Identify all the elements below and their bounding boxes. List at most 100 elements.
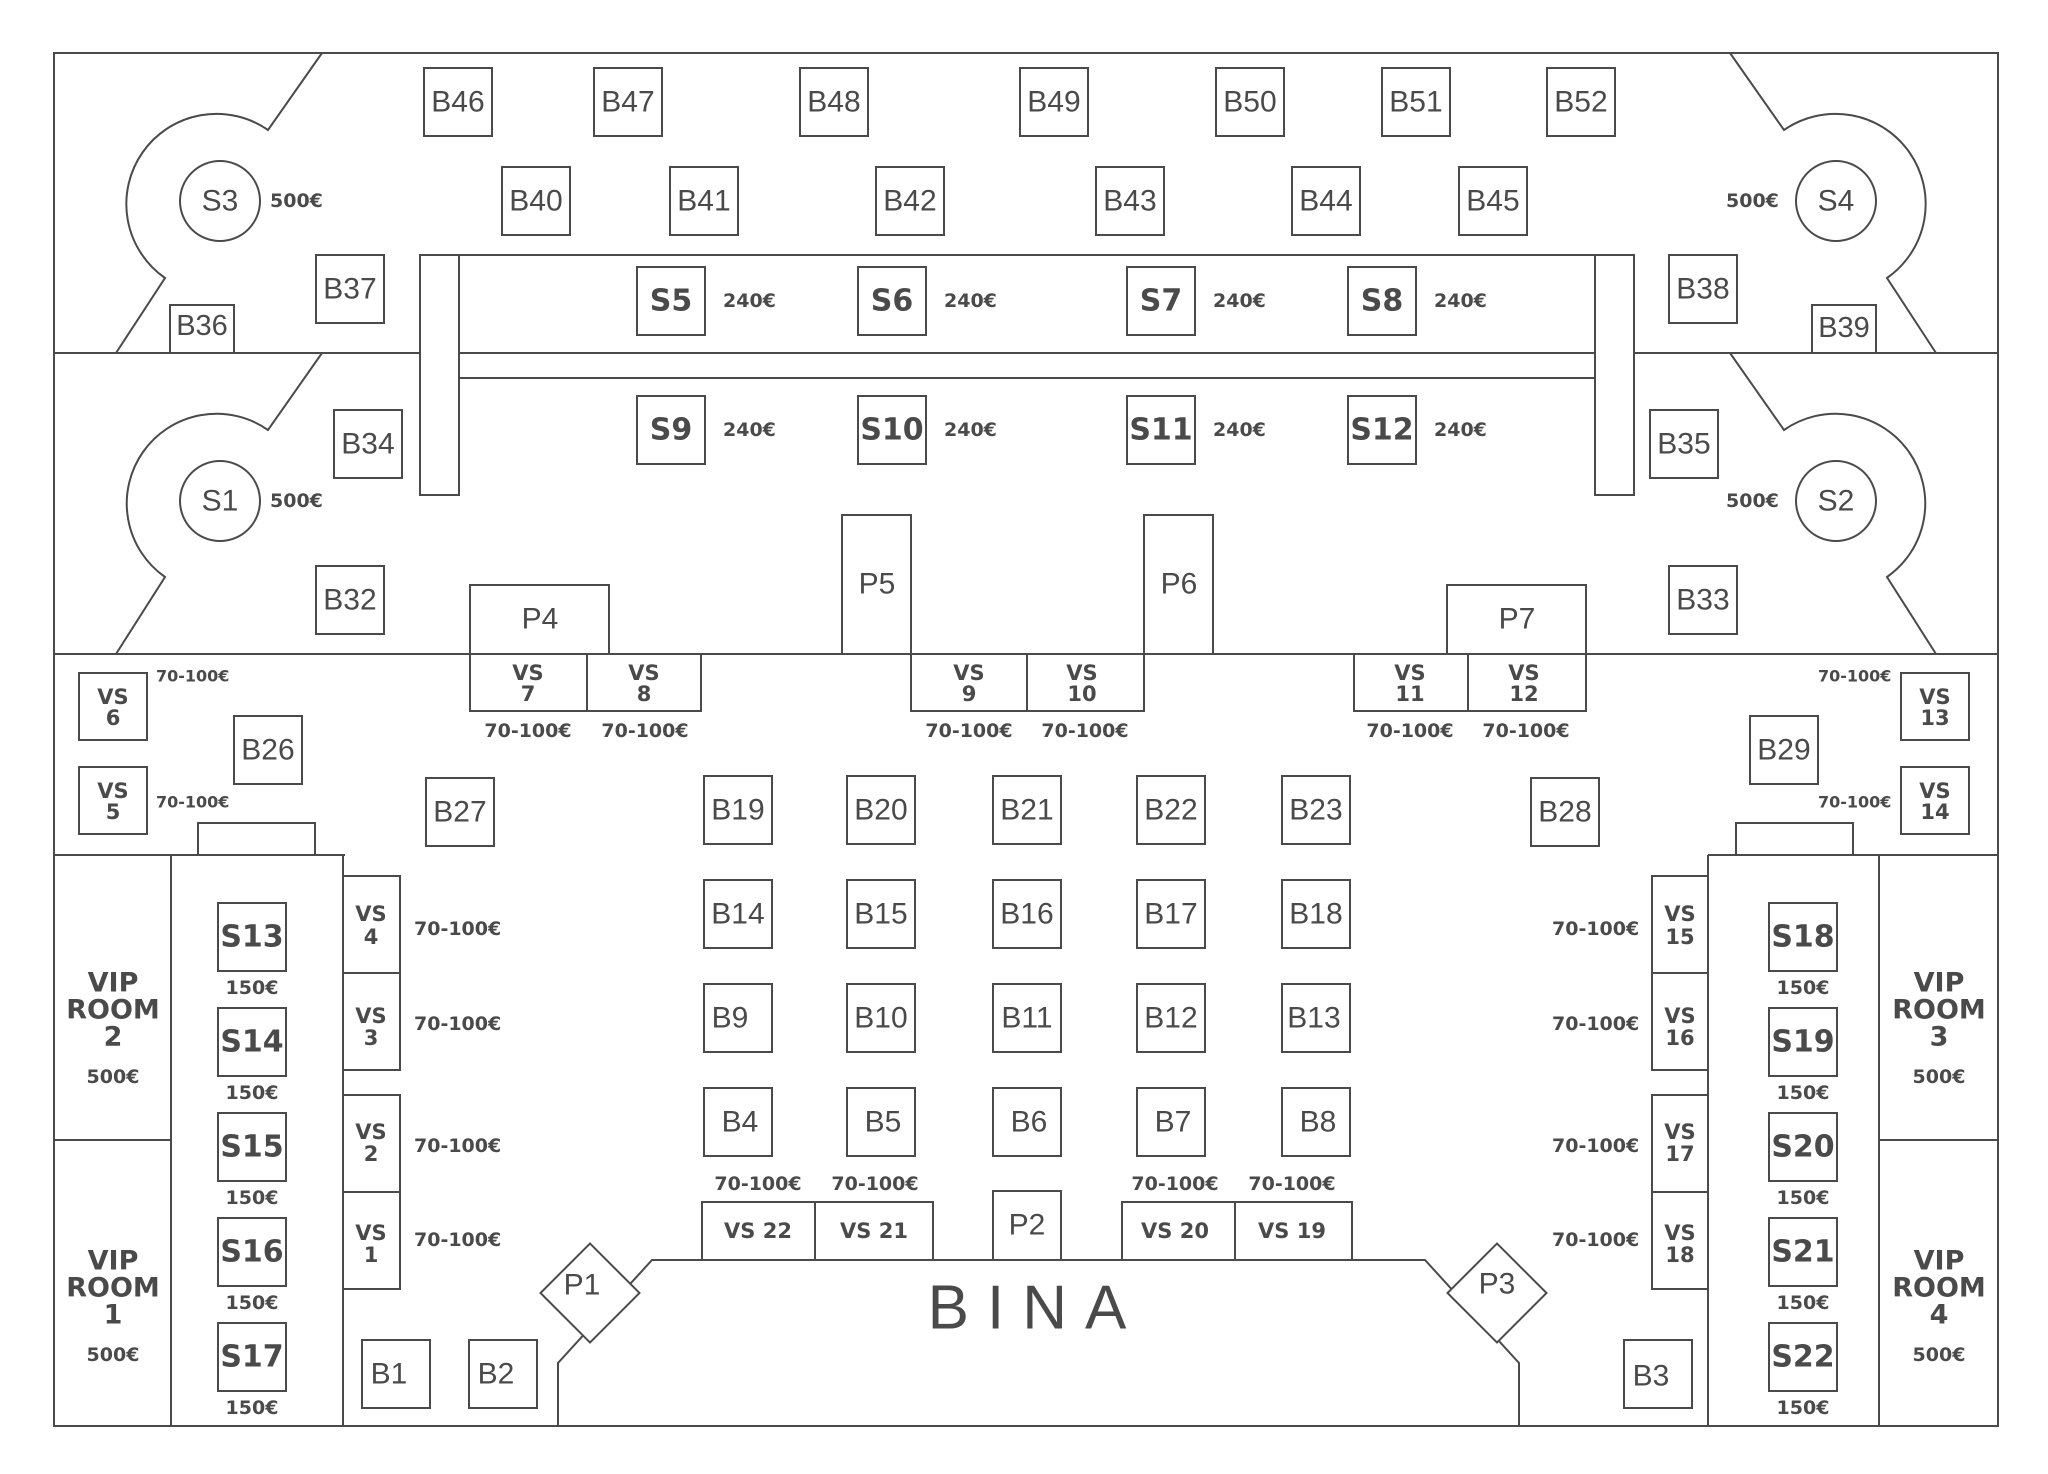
table-b18[interactable]: B18 [1281, 879, 1351, 949]
vs-20[interactable]: VS 20 [1121, 1201, 1236, 1261]
suite-s21[interactable]: S21 [1768, 1217, 1838, 1287]
vip-room-3[interactable]: VIP ROOM 3 500€ [1892, 968, 1986, 1089]
table-b48[interactable]: B48 [799, 67, 869, 137]
table-b23[interactable]: B23 [1281, 775, 1351, 845]
platform-p4[interactable]: P4 [469, 584, 610, 655]
table-b4[interactable]: B4 [703, 1087, 773, 1157]
table-b1[interactable]: B1 [361, 1339, 431, 1409]
table-b14[interactable]: B14 [703, 879, 773, 949]
table-b22[interactable]: B22 [1136, 775, 1206, 845]
suite-s1[interactable]: S1 [179, 460, 261, 542]
vs-9[interactable]: VS9 [910, 653, 1028, 712]
table-b50[interactable]: B50 [1215, 67, 1285, 137]
table-b29[interactable]: B29 [1749, 715, 1819, 785]
table-b28[interactable]: B28 [1530, 777, 1600, 847]
suite-s16[interactable]: S16 [217, 1217, 287, 1287]
suite-s8[interactable]: S8 [1347, 266, 1417, 336]
table-b35[interactable]: B35 [1649, 409, 1719, 479]
suite-s22[interactable]: S22 [1768, 1322, 1838, 1392]
table-b21[interactable]: B21 [992, 775, 1062, 845]
suite-s10[interactable]: S10 [857, 395, 927, 465]
table-b34[interactable]: B34 [333, 409, 403, 479]
suite-s13[interactable]: S13 [217, 902, 287, 972]
suite-s11[interactable]: S11 [1126, 395, 1196, 465]
suite-s18[interactable]: S18 [1768, 902, 1838, 972]
table-b36[interactable]: B36 [169, 304, 235, 354]
suite-s2[interactable]: S2 [1795, 460, 1877, 542]
table-b6[interactable]: B6 [992, 1087, 1062, 1157]
table-b51[interactable]: B51 [1381, 67, 1451, 137]
table-b41[interactable]: B41 [669, 166, 739, 236]
suite-s15[interactable]: S15 [217, 1112, 287, 1182]
suite-s5[interactable]: S5 [636, 266, 706, 336]
table-b46[interactable]: B46 [423, 67, 493, 137]
suite-s14[interactable]: S14 [217, 1007, 287, 1077]
vs-22[interactable]: VS 22 [701, 1201, 816, 1261]
platform-p1[interactable]: P1 [539, 1242, 641, 1344]
suite-s6[interactable]: S6 [857, 266, 927, 336]
suite-s9[interactable]: S9 [636, 395, 706, 465]
table-b38[interactable]: B38 [1668, 254, 1738, 324]
table-b40[interactable]: B40 [501, 166, 571, 236]
vs-2[interactable]: VS2 [342, 1094, 401, 1193]
table-b39[interactable]: B39 [1811, 304, 1877, 354]
table-b49[interactable]: B49 [1019, 67, 1089, 137]
table-b19[interactable]: B19 [703, 775, 773, 845]
table-b32[interactable]: B32 [315, 565, 385, 635]
table-b17[interactable]: B17 [1136, 879, 1206, 949]
table-b44[interactable]: B44 [1291, 166, 1361, 236]
vs-1[interactable]: VS1 [342, 1191, 401, 1290]
table-b7[interactable]: B7 [1136, 1087, 1206, 1157]
table-b42[interactable]: B42 [875, 166, 945, 236]
vs-5[interactable]: VS5 [78, 766, 148, 835]
vip-room-2[interactable]: VIP ROOM 2 500€ [66, 968, 160, 1089]
suite-s7[interactable]: S7 [1126, 266, 1196, 336]
table-b20[interactable]: B20 [846, 775, 916, 845]
table-b52[interactable]: B52 [1546, 67, 1616, 137]
vs-4[interactable]: VS4 [342, 875, 401, 974]
platform-p7[interactable]: P7 [1446, 584, 1587, 655]
table-b5[interactable]: B5 [846, 1087, 916, 1157]
vip-room-4[interactable]: VIP ROOM 4 500€ [1892, 1246, 1986, 1367]
suite-s19[interactable]: S19 [1768, 1007, 1838, 1077]
suite-s4[interactable]: S4 [1795, 160, 1877, 242]
vs-3[interactable]: VS3 [342, 972, 401, 1071]
table-b33[interactable]: B33 [1668, 565, 1738, 635]
table-b47[interactable]: B47 [593, 67, 663, 137]
table-b8[interactable]: B8 [1281, 1087, 1351, 1157]
table-b2[interactable]: B2 [468, 1339, 538, 1409]
table-b45[interactable]: B45 [1458, 166, 1528, 236]
vs-8[interactable]: VS8 [586, 653, 702, 712]
suite-s20[interactable]: S20 [1768, 1112, 1838, 1182]
platform-p3[interactable]: P3 [1446, 1242, 1548, 1344]
suite-s12[interactable]: S12 [1347, 395, 1417, 465]
vs-6[interactable]: VS6 [78, 672, 148, 741]
table-b9[interactable]: B9 [703, 983, 773, 1053]
table-b13[interactable]: B13 [1281, 983, 1351, 1053]
table-b37[interactable]: B37 [315, 254, 385, 324]
table-b10[interactable]: B10 [846, 983, 916, 1053]
vs-21[interactable]: VS 21 [814, 1201, 934, 1261]
vs-19[interactable]: VS 19 [1234, 1201, 1353, 1261]
table-b27[interactable]: B27 [425, 777, 495, 847]
table-b3[interactable]: B3 [1623, 1339, 1693, 1409]
vip-room-1[interactable]: VIP ROOM 1 500€ [66, 1246, 160, 1367]
table-b43[interactable]: B43 [1095, 166, 1165, 236]
table-b12[interactable]: B12 [1136, 983, 1206, 1053]
table-b11[interactable]: B11 [992, 983, 1062, 1053]
table-b15[interactable]: B15 [846, 879, 916, 949]
platform-p5[interactable]: P5 [841, 514, 912, 655]
table-b26[interactable]: B26 [233, 715, 303, 785]
platform-p2[interactable]: P2 [992, 1190, 1062, 1261]
table-b16[interactable]: B16 [992, 879, 1062, 949]
suite-s17[interactable]: S17 [217, 1322, 287, 1392]
platform-p6[interactable]: P6 [1143, 514, 1214, 655]
